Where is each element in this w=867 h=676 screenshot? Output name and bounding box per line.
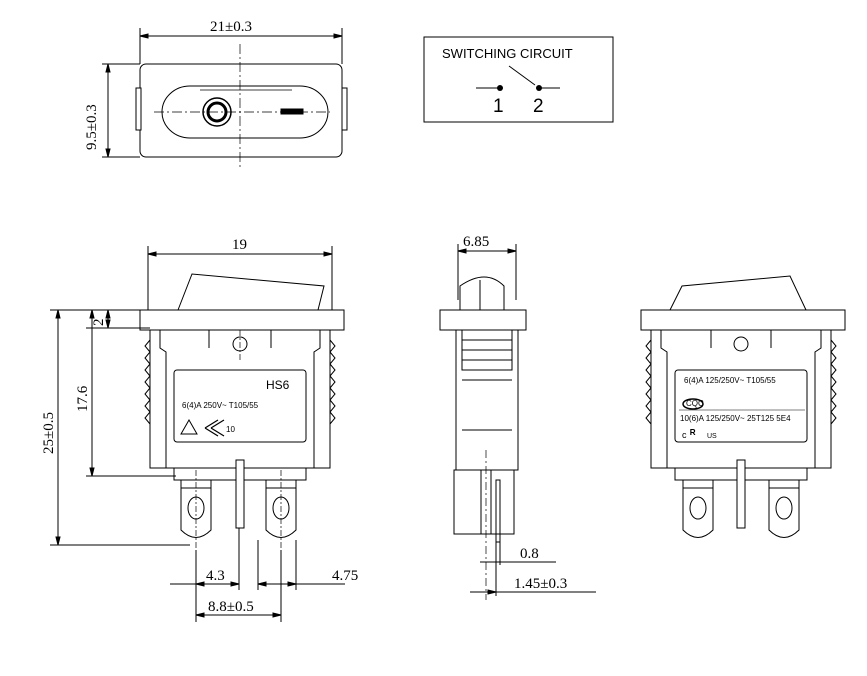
pin-thickness-text: 0.8 — [520, 546, 539, 562]
front-width-text: 19 — [232, 237, 247, 253]
front-terminal-left — [181, 488, 211, 538]
back-cert-us: US — [707, 433, 717, 440]
switching-circuit-box: SWITCHING CIRCUIT 1 2 — [424, 37, 613, 122]
back-label-plate — [675, 370, 807, 442]
back-cert-cqc: CQC — [686, 399, 704, 408]
height-dimension-text: 9.5±0.3 — [84, 104, 100, 150]
front-view — [50, 246, 345, 622]
top-body-outline — [140, 64, 342, 157]
back-rating-2: 10(6)A 125/250V~ 25T125 5E4 — [680, 414, 791, 423]
back-center-pin — [737, 460, 745, 528]
rocker-front — [178, 274, 324, 310]
front-rating-label: 6(4)A 250V~ T105/55 — [182, 401, 259, 410]
pin-offset-text: 1.45±0.3 — [514, 576, 567, 592]
front-flange — [140, 310, 344, 330]
terminal-pitch-text: 4.3 — [206, 568, 225, 584]
total-height-text: 25±0.5 — [41, 412, 57, 454]
width-dimension-text: 21±0.3 — [210, 19, 252, 35]
back-terminal-right — [769, 488, 799, 538]
terminal-2-label: 2 — [533, 96, 544, 117]
front-label-plate — [174, 370, 306, 442]
on-bar-mark — [281, 109, 303, 114]
terminal-span-text: 8.8±0.5 — [208, 599, 254, 615]
back-rating-1: 6(4)A 125/250V~ T105/55 — [684, 376, 776, 385]
cqc-mark — [683, 399, 703, 409]
back-cert-c: c — [682, 430, 687, 440]
back-cert-ul: ᴿ — [690, 427, 696, 441]
side-terminal-block — [454, 470, 514, 534]
terminal-1-label: 1 — [493, 96, 504, 117]
body-height-text: 17.6 — [75, 385, 91, 412]
front-model-label: HS6 — [266, 378, 290, 392]
back-terminal-left — [683, 488, 713, 538]
terminal-width-text: 4.75 — [332, 568, 358, 584]
top-view — [102, 28, 347, 170]
rocker-side — [460, 277, 504, 310]
side-body — [456, 330, 518, 470]
circuit-title: SWITCHING CIRCUIT — [442, 46, 573, 61]
rocker-outline — [162, 86, 328, 138]
terminal-1-dot — [497, 85, 503, 91]
rocker-back — [670, 276, 806, 310]
front-terminal-right — [266, 488, 296, 538]
front-center-pin — [236, 460, 244, 528]
flange-text: 2 — [91, 319, 107, 327]
side-flange — [440, 310, 526, 330]
back-flange — [641, 310, 845, 330]
back-view — [641, 276, 845, 538]
side-width-text: 6.85 — [463, 234, 489, 250]
side-view — [440, 244, 596, 600]
front-mark-label: 10 — [226, 425, 235, 434]
